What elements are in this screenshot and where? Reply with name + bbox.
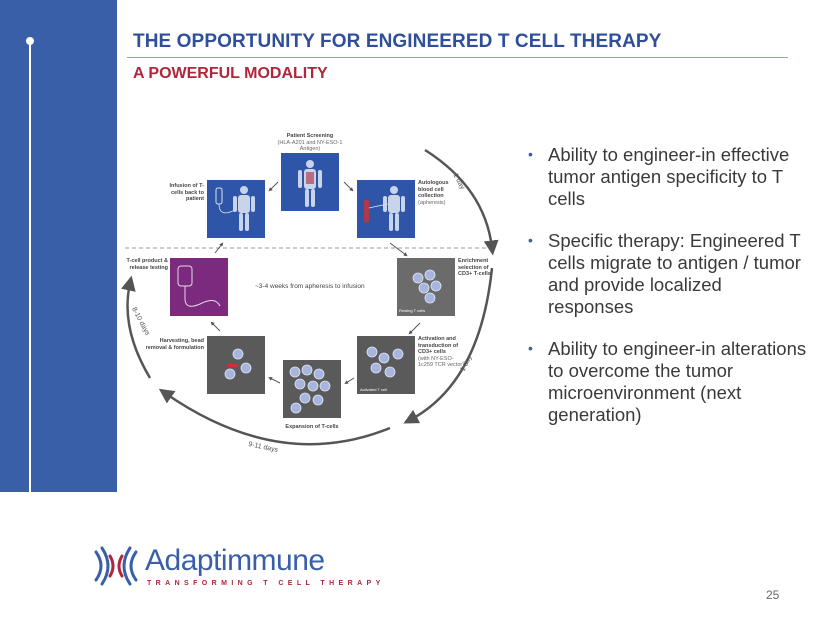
bullet-list: Ability to engineer-in effective tumor a…: [528, 143, 808, 446]
panel-activation: [357, 336, 415, 394]
caption-resting-cells: Resting T cells: [399, 308, 426, 313]
label-release-testing: T-cell product & release testing: [126, 258, 168, 271]
bullet-item: Ability to engineer-in effective tumor a…: [528, 143, 808, 210]
label-infusion: Infusion of T-cells back to patient: [169, 183, 204, 202]
bullet-item: Specific therapy: Engineered T cells mig…: [528, 229, 808, 318]
sidebar-bottom-line: [29, 564, 89, 566]
arc-left: [121, 275, 152, 379]
label-harvesting: Harvesting, bead removal & formulation: [145, 338, 204, 351]
page-number: 25: [766, 588, 780, 602]
logo-wordmark: Adaptimmune: [145, 544, 325, 577]
label-enrichment: Enrichment selection of CD3+ T-cells: [458, 258, 491, 277]
panel-release: [170, 258, 228, 316]
arc-bottom-right: [403, 267, 494, 424]
label-activation: Activation and transduction of CD3+ cell…: [418, 336, 465, 368]
caption-activated-cell: Activated T cell: [360, 387, 387, 392]
logo-tagline: TRANSFORMING T CELL THERAPY: [147, 580, 385, 587]
sidebar-dot: [26, 37, 34, 45]
title-divider: [127, 57, 788, 58]
arc-top-right: [424, 148, 499, 256]
slide-title: THE OPPORTUNITY FOR ENGINEERED T CELL TH…: [133, 31, 662, 52]
logo-backdrop: [0, 492, 320, 623]
slide-subtitle: A POWERFUL MODALITY: [133, 65, 328, 82]
label-timeline-center: ~3-4 weeks from apheresis to infusion: [255, 283, 365, 290]
arc-bottom: [158, 388, 391, 446]
process-diagram: Patient Screening (HLA-A201 and NY-ESO-1…: [120, 128, 500, 463]
label-autologous: Autologous blood cell collection (aphere…: [418, 180, 449, 206]
sidebar-vertical-line: [29, 45, 31, 565]
label-expansion: Expansion of T-cells: [285, 424, 339, 430]
label-patient-screening: Patient Screening (HLA-A201 and NY-ESO-1…: [277, 133, 343, 152]
logo-mark-icon: [94, 546, 138, 586]
company-logo: Adaptimmune TRANSFORMING T CELL THERAPY: [90, 540, 380, 592]
bullet-item: Ability to engineer-in alterations to ov…: [528, 337, 808, 426]
process-diagram-graphics: [121, 148, 499, 446]
